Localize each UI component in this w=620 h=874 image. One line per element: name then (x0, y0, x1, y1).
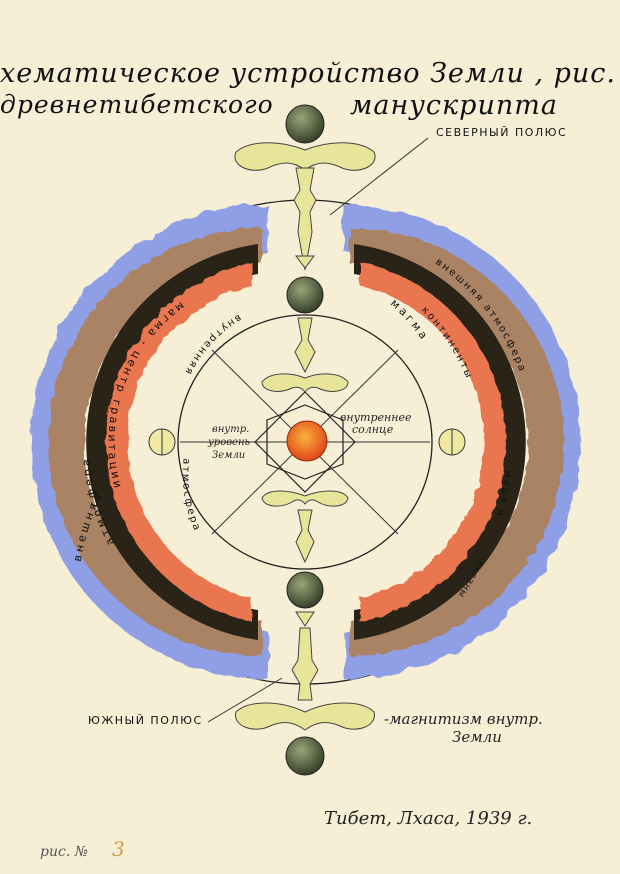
left-shell (31, 205, 268, 679)
inner-level-label: внутр. (212, 424, 250, 435)
place-date: Тибет, Лхаса, 1939 г. (324, 808, 533, 829)
north-pole-label: СЕВЕРНЫЙ ПОЛЮС (436, 126, 568, 139)
inner-sun-label-2: солнце (352, 423, 394, 436)
figure-label: рис. № (40, 844, 88, 860)
inner-level-label-3: Земли (212, 450, 246, 461)
left-magma-layer (106, 262, 252, 622)
left-crust-layer (86, 244, 258, 640)
north-pole-pointer (329, 137, 429, 216)
pole-spheres (285, 104, 325, 776)
right-crust-layer (354, 244, 526, 640)
right-magma-layer (360, 262, 506, 622)
magnetism-label: -магнитизм внутр. (384, 710, 543, 728)
title-line-2a: древнетибетского (0, 90, 274, 119)
title-line-1: хематическое устройство Земли , рис. с (0, 58, 620, 89)
inner-sun-label: внутреннее (340, 411, 412, 424)
central-column (234, 142, 376, 731)
magnetism-label-2: Земли (452, 728, 502, 746)
inner-level-label-2: уровень (208, 437, 250, 448)
right-earth-layer (350, 228, 564, 656)
right-shell (344, 205, 581, 679)
inner-sun-frame (254, 391, 356, 493)
title-line-2b: манускрипта (350, 90, 558, 121)
left-earth-layer (48, 228, 262, 656)
side-spheres (148, 428, 466, 456)
figure-number: 3 (112, 837, 125, 861)
south-pole-label: ЮЖНЫЙ ПОЛЮС (88, 714, 203, 727)
inner-sun (286, 420, 328, 462)
south-pole-pointer (207, 677, 283, 723)
